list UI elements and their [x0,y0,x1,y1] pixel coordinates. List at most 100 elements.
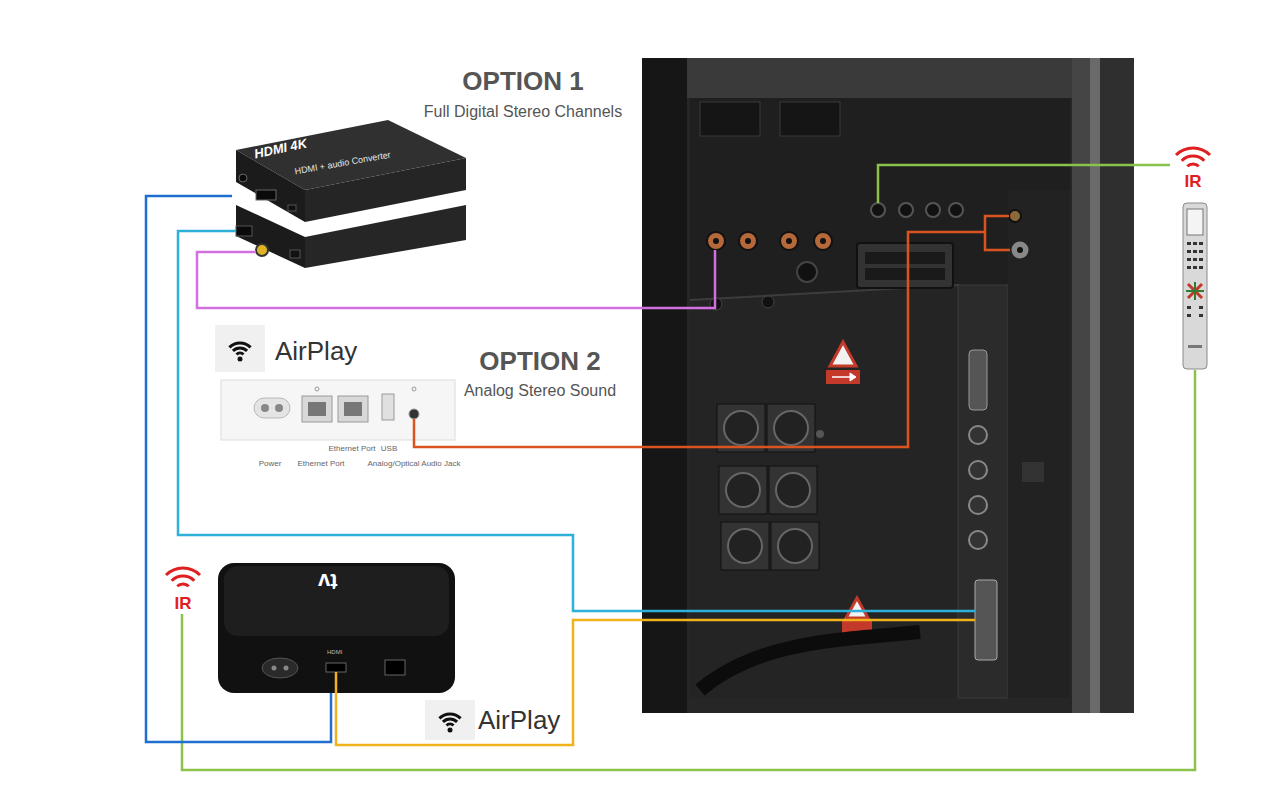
remote-control [1199,250,1203,253]
tv-panel [1100,58,1134,713]
hdmi-converter-illustration [288,205,296,211]
hdmi-converter-illustration [256,244,268,256]
airport-express-illustration [308,402,326,416]
airport-express-illustration [338,396,368,422]
device-brand: HDMI 4K [253,137,308,163]
hdmi-converter-illustration [236,226,252,236]
hdmi-converter: HDMI 4KHDMI + audio Converter [232,118,466,270]
ir-symbol [1182,156,1205,161]
airplay-label: AirPlay [478,706,560,736]
hdmi-cable [146,196,331,742]
remote-control [1183,203,1207,369]
tv-panel [642,58,1134,713]
airplay-icon [447,724,454,725]
cable [197,250,715,308]
tv-panel [846,598,868,618]
tv-panel [830,342,856,366]
remote-control [1187,209,1203,235]
option-heading: OPTION 1 [462,67,583,97]
tv-panel [774,411,808,445]
remote-control [1187,258,1191,261]
tv-panel [690,98,1070,698]
tv-panel [820,238,826,244]
tv-panel [969,350,987,410]
tv-panel [865,252,945,264]
option-subtitle: Analog Stereo Sound [464,382,616,400]
tv-panel [642,58,1134,713]
remote-control [1187,266,1191,269]
tv-panel [969,461,987,479]
cable [182,370,1195,770]
tv-panel [1017,247,1023,253]
tv-panel [721,522,769,570]
airport-express-illustration [221,380,455,440]
ir-symbol [1187,164,1198,166]
tv-panel [969,531,987,549]
ir-symbol [177,584,188,586]
ir-label: IR [175,594,192,614]
tv-panel [762,296,774,308]
tv-panel [1010,240,1030,260]
tv-panel [719,466,767,514]
airport-express-illustration [275,404,283,412]
option-subtitle: Full Digital Stereo Channels [424,103,622,121]
tv-panel [969,426,987,444]
apple-tv-illustration [284,666,289,671]
hdmi-converter-illustration [236,120,466,268]
remote-control [1199,242,1203,245]
remote-control [1187,250,1191,253]
tv-panel [700,632,920,690]
airplay-icon [448,728,453,733]
tv-panel [1090,58,1100,713]
tv-panel [899,203,913,217]
remote-control [1187,314,1191,317]
apple-tv-illustration [262,658,298,678]
cable [414,232,985,447]
remote-control [1187,306,1191,309]
apple-tv-illustration [385,660,405,675]
apple-tv: tvHDMI [218,563,455,693]
cable [336,620,975,745]
tv-panel [826,370,860,384]
tv-panel [724,411,758,445]
tv-panel [1022,462,1044,482]
cable [985,216,1010,250]
tv-panel [642,58,1134,98]
remote-control [1187,242,1191,245]
tv-panel [776,473,810,507]
remote-control [1186,282,1204,300]
airplay-icon [215,325,475,740]
tv-panel [767,404,815,452]
remote-control [1193,250,1197,253]
tv-panel [642,58,687,713]
cable [878,165,1170,203]
tv-panel [814,232,832,250]
tv-panel [707,232,725,250]
tv-panel [1009,210,1021,222]
device-model: HDMI + audio Converter [294,150,392,177]
tv-panel [786,238,792,244]
remote-control [1199,314,1203,317]
tv-panel [780,102,840,136]
tv-panel [745,238,751,244]
airplay-icon [237,353,244,354]
tv-panel [926,203,940,217]
tv-panel [780,232,798,250]
tv-panel [832,373,856,381]
airplay-icon [238,357,243,362]
remote-control [1193,258,1197,261]
remote-control [1188,345,1202,348]
airport-express-illustration [412,387,416,391]
airport-express-illustration [302,396,332,422]
port-label: Ethernet Port [328,444,375,453]
port-label: USB [381,444,397,453]
hdmi-converter-illustration [239,174,247,182]
cable [178,231,975,611]
remote-control [1199,306,1203,309]
tv-panel [975,580,997,660]
tv-panel [1008,190,1070,698]
ir-symbol [166,148,1210,586]
airport-express-illustration [344,402,362,416]
tv-panel [717,404,765,452]
